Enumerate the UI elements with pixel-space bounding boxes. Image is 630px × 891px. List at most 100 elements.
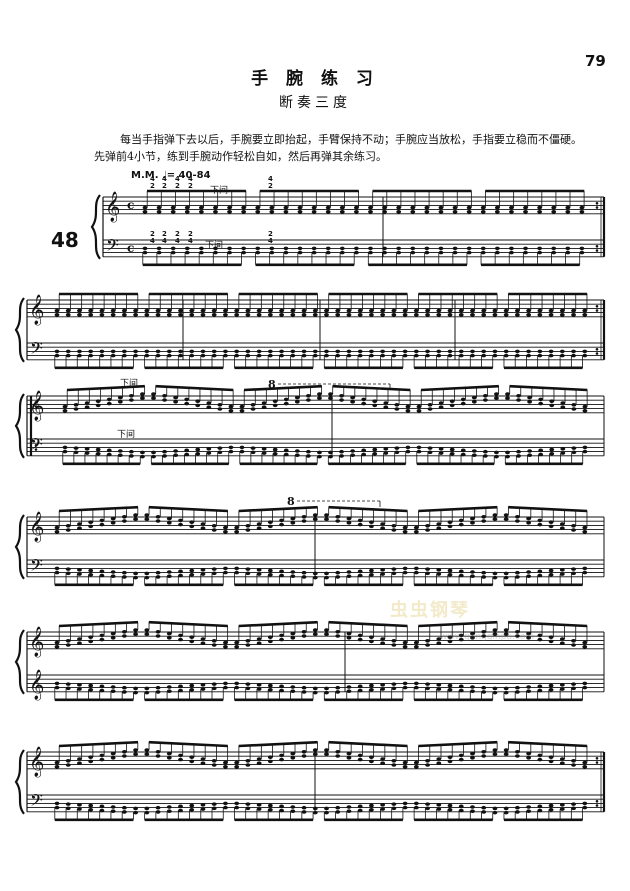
note-head [380,637,386,641]
note-head [256,526,262,530]
note-head [380,761,386,765]
note-head [526,353,532,358]
note-head [95,399,101,404]
note-head [527,453,533,458]
note-head [223,530,228,534]
note-head [294,395,300,400]
note-head [424,246,430,251]
note-head [335,349,341,354]
note-head [65,682,71,686]
note-head [211,308,217,313]
note-head [267,687,273,692]
note-head [492,628,498,632]
note-head [294,400,300,404]
note-head [88,687,94,692]
note-head [65,759,71,763]
note-head [447,755,453,759]
annotation: 下间 [120,377,138,389]
note-head [267,349,273,354]
note-head [166,751,172,756]
note-head [110,805,116,809]
fingering-number: 4 [175,175,180,183]
note-head [571,806,576,811]
note-head [211,349,217,354]
note-head [290,516,296,521]
note-head [166,685,172,689]
note-head [369,524,374,529]
note-head [447,635,453,639]
note-head [559,637,565,641]
note-head [354,250,359,255]
note-head [166,805,172,809]
note-head [77,522,82,526]
note-head [234,530,240,534]
note-head [402,570,408,575]
note-head [350,395,356,400]
fingering-number: 4 [150,237,155,245]
note-head [239,404,245,409]
note-head [413,765,419,769]
note-head [245,763,251,767]
note-head [335,630,341,634]
note-head [88,683,94,688]
note-head [357,349,363,354]
note-head [458,573,464,578]
note-head [413,805,419,810]
note-head [54,645,60,649]
note-head [166,809,172,813]
note-head [144,571,150,576]
note-head [65,571,71,576]
note-head [436,526,442,530]
note-head [255,205,261,210]
note-head [328,396,333,401]
note-head [354,205,359,210]
note-head [144,513,150,517]
note-head [121,353,127,358]
note-head [391,524,397,528]
note-head [99,633,105,638]
note-head [339,398,344,402]
note-head [346,349,352,354]
note-head [425,806,430,811]
instructions: 每当手指弹下去以后，手腕要立即抬起，手臂保持不动；手腕应当放松，手指要立稳而不僵… [94,131,608,165]
note-head [144,810,150,815]
note-head [267,803,273,808]
note-head [335,570,341,575]
note-head [514,630,520,634]
note-head [234,640,240,645]
note-head [394,450,400,455]
note-head [382,246,387,251]
note-head [413,349,419,354]
note-head [211,639,217,643]
note-head [492,748,498,752]
note-head [189,520,195,524]
note-head [402,760,408,765]
note-head [312,575,318,580]
note-head [178,804,183,809]
note-head [301,570,307,575]
note-head [213,250,218,255]
note-head [133,632,139,636]
note-head [324,748,329,752]
note-head [505,450,510,455]
note-head [54,525,60,530]
repeat-dot [595,804,599,807]
note-head [178,313,183,317]
note-head [523,205,528,210]
note-head [425,313,430,317]
note-head [301,690,307,694]
note-head [346,685,352,689]
note-head [65,643,71,647]
note-head [416,445,422,450]
note-head [155,313,161,317]
note-head [571,643,576,647]
note-head [88,349,94,354]
fingering-number: 4 [188,237,193,245]
note-head [458,804,464,809]
note-head [312,748,318,752]
note-head [537,808,543,813]
note-head [301,349,307,354]
note-head [402,805,408,810]
note-head [470,313,475,317]
note-head [357,684,363,689]
